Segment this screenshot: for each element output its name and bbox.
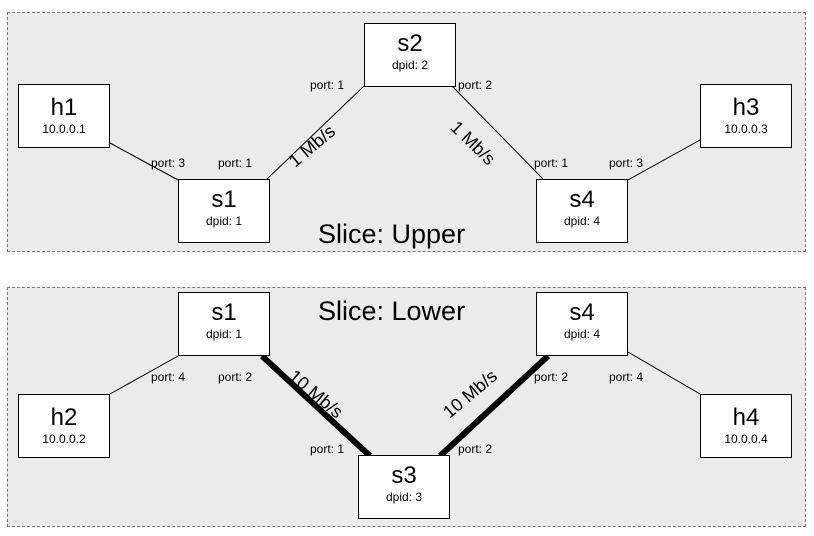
slice-upper-label: Slice: Upper bbox=[318, 219, 466, 249]
link-s4-h4 bbox=[627, 351, 701, 395]
slice-lower-label: Slice: Lower bbox=[318, 296, 466, 326]
switch-dpid: dpid: 4 bbox=[563, 214, 601, 228]
switch-s1-upper[interactable]: s1 dpid: 1 bbox=[178, 179, 270, 243]
host-ip: 10.0.0.2 bbox=[42, 432, 86, 446]
host-name: h3 bbox=[732, 94, 760, 121]
link-s1-s3 bbox=[259, 353, 373, 459]
switch-name: s4 bbox=[569, 299, 595, 326]
host-h1[interactable]: h1 10.0.0.1 bbox=[18, 84, 110, 148]
switch-s1-lower[interactable]: s1 dpid: 1 bbox=[178, 292, 270, 356]
link-s1-h2 bbox=[109, 355, 179, 395]
switch-dpid: dpid: 1 bbox=[205, 214, 243, 228]
port-label-s4-h3: port: 3 bbox=[609, 156, 644, 170]
port-label-s4-s3: port: 2 bbox=[534, 370, 569, 384]
link-s3-s4 bbox=[437, 353, 551, 459]
link-s1-s2 bbox=[265, 85, 365, 181]
port-label-s1-s3: port: 2 bbox=[218, 370, 253, 384]
host-name: h4 bbox=[732, 404, 760, 431]
host-h3[interactable]: h3 10.0.0.3 bbox=[700, 84, 792, 148]
port-label-s4-s2: port: 1 bbox=[534, 156, 569, 170]
switch-dpid: dpid: 3 bbox=[385, 490, 423, 504]
link-s4-h3 bbox=[627, 139, 701, 181]
host-name: h2 bbox=[50, 404, 78, 431]
link-h1-s1 bbox=[109, 142, 179, 181]
switch-name: s4 bbox=[569, 186, 595, 213]
switch-dpid: dpid: 4 bbox=[563, 327, 601, 341]
link-s2-s4 bbox=[451, 85, 545, 181]
port-label-s1-h2: port: 4 bbox=[151, 370, 186, 384]
host-ip: 10.0.0.4 bbox=[724, 432, 768, 446]
switch-name: s3 bbox=[391, 462, 417, 489]
switch-s4-lower[interactable]: s4 dpid: 4 bbox=[536, 292, 628, 356]
host-h4[interactable]: h4 10.0.0.4 bbox=[700, 394, 792, 458]
port-label-s2-s1: port: 1 bbox=[310, 78, 345, 92]
switch-s2-upper[interactable]: s2 dpid: 2 bbox=[364, 23, 456, 87]
switch-s3-lower[interactable]: s3 dpid: 3 bbox=[358, 455, 450, 519]
port-label-s1-h1: port: 3 bbox=[151, 156, 186, 170]
switch-dpid: dpid: 1 bbox=[205, 327, 243, 341]
port-label-s2-s4: port: 2 bbox=[458, 78, 493, 92]
switch-dpid: dpid: 2 bbox=[391, 58, 429, 72]
switch-name: s2 bbox=[397, 30, 423, 57]
port-label-s4-h4: port: 4 bbox=[609, 370, 644, 384]
port-label-s1-s2: port: 1 bbox=[218, 156, 253, 170]
port-label-s3-s4: port: 2 bbox=[458, 442, 493, 456]
host-name: h1 bbox=[50, 94, 78, 121]
host-ip: 10.0.0.3 bbox=[724, 122, 768, 136]
host-h2[interactable]: h2 10.0.0.2 bbox=[18, 394, 110, 458]
switch-name: s1 bbox=[211, 186, 237, 213]
switch-s4-upper[interactable]: s4 dpid: 4 bbox=[536, 179, 628, 243]
host-ip: 10.0.0.1 bbox=[42, 122, 86, 136]
port-label-s3-s1: port: 1 bbox=[310, 442, 345, 456]
switch-name: s1 bbox=[211, 299, 237, 326]
